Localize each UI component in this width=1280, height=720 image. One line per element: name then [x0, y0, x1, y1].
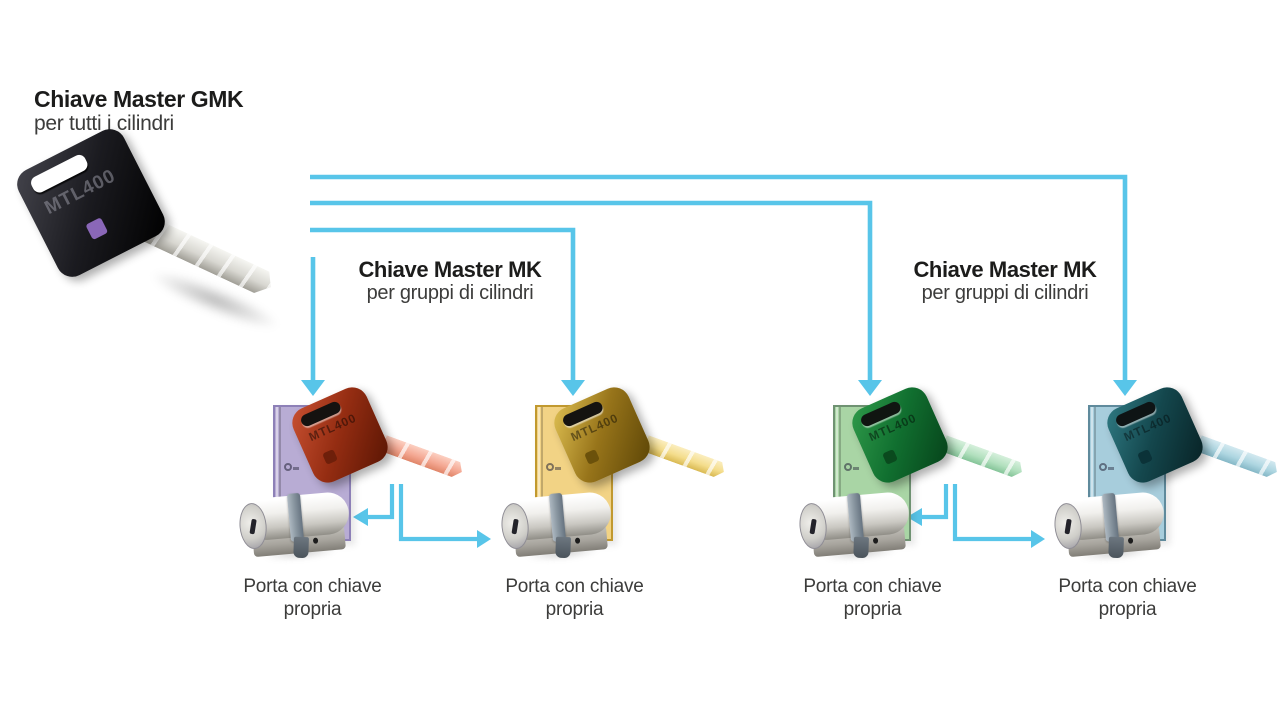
door-group-4: MTL400 Porta con chiave propria: [1052, 382, 1280, 645]
key-head: MTL400: [11, 123, 171, 283]
caption-line-2: propria: [843, 599, 902, 621]
arrowhead-down-door1: [301, 380, 325, 396]
cylinder-image: [797, 482, 924, 576]
gmk-subtitle: per tutti i cilindri: [34, 112, 174, 136]
caption-line-2: propria: [1098, 599, 1157, 621]
cylinder-image: [499, 482, 626, 576]
cylinder-cam: [1108, 536, 1124, 559]
key-color-patch: [1137, 449, 1153, 465]
cylinder-image: [1052, 482, 1179, 576]
caption-line-1: Porta con chiave: [243, 576, 382, 597]
master-key-image: MTL400: [11, 123, 300, 320]
arrowhead-down-door2: [561, 380, 585, 396]
pair2-arrow-left-line: [922, 484, 949, 520]
key-head: MTL400: [847, 382, 953, 488]
caption-line-1: Porta con chiave: [505, 576, 644, 597]
arrowhead-down-door3: [858, 380, 882, 396]
gmk-line-to-door4: [310, 174, 1128, 381]
gmk-line-to-door2: [310, 227, 576, 381]
mk-label-1: Chiave Master MK per gruppi di cilindri: [330, 257, 570, 305]
door-lock-icon: [1099, 463, 1114, 471]
mk1-title: Chiave Master MK: [358, 257, 542, 282]
door-frame-line: [836, 407, 841, 539]
door-caption: Porta con chiave propria: [770, 575, 975, 621]
cylinder-keyhole: [1064, 518, 1072, 535]
pair2-arrowhead-right: [1031, 530, 1045, 548]
key-color-patch: [882, 449, 898, 465]
key-head: MTL400: [549, 382, 655, 488]
caption-line-2: propria: [545, 599, 604, 621]
cylinder-cam: [555, 536, 571, 559]
door-caption: Porta con chiave propria: [1025, 575, 1230, 621]
cylinder-keyhole: [249, 518, 257, 535]
mk-label-2: Chiave Master MK per gruppi di cilindri: [885, 257, 1125, 305]
pair1-arrow-left-line: [368, 484, 395, 520]
door-caption: Porta con chiave propria: [210, 575, 415, 621]
pair2-arrow-right-line: [952, 484, 1031, 542]
door-lock-icon: [284, 463, 299, 471]
cylinder-cam: [293, 536, 309, 559]
door-caption: Porta con chiave propria: [472, 575, 677, 621]
cylinder-keyhole: [809, 518, 817, 535]
door-group-1: MTL400 Porta con chiave propria: [237, 382, 500, 645]
cylinder-image: [237, 482, 364, 576]
pair1-arrow-right-line: [398, 484, 477, 542]
caption-line-2: propria: [283, 599, 342, 621]
gmk-label-block: Chiave Master GMK per tutti i cilindri: [34, 86, 244, 137]
cylinder-cam: [853, 536, 869, 559]
door-frame-line: [538, 407, 543, 539]
caption-line-1: Porta con chiave: [803, 576, 942, 597]
arrowhead-down-door4: [1113, 380, 1137, 396]
pair1-arrowhead-left: [353, 508, 368, 526]
mk2-title: Chiave Master MK: [913, 257, 1097, 282]
door-group-2: MTL400 Porta con chiave propria: [499, 382, 762, 645]
key-head: MTL400: [287, 382, 393, 488]
mk2-subtitle: per gruppi di cilindri: [921, 282, 1089, 305]
key-head: MTL400: [1102, 382, 1208, 488]
key-color-patch: [322, 449, 338, 465]
door-frame-line: [276, 407, 281, 539]
caption-line-1: Porta con chiave: [1058, 576, 1197, 597]
key-color-patch: [85, 217, 109, 241]
gmk-line-to-door3: [310, 200, 873, 381]
key-color-patch: [584, 449, 600, 465]
pair1-arrowhead-right: [477, 530, 491, 548]
door-lock-icon: [844, 463, 859, 471]
door-group-3: MTL400 Porta con chiave propria: [797, 382, 1060, 645]
door-frame-line: [1091, 407, 1096, 539]
door-lock-icon: [546, 463, 561, 471]
gmk-title: Chiave Master GMK: [34, 86, 244, 112]
mk1-subtitle: per gruppi di cilindri: [366, 282, 534, 305]
cylinder-keyhole: [511, 518, 519, 535]
